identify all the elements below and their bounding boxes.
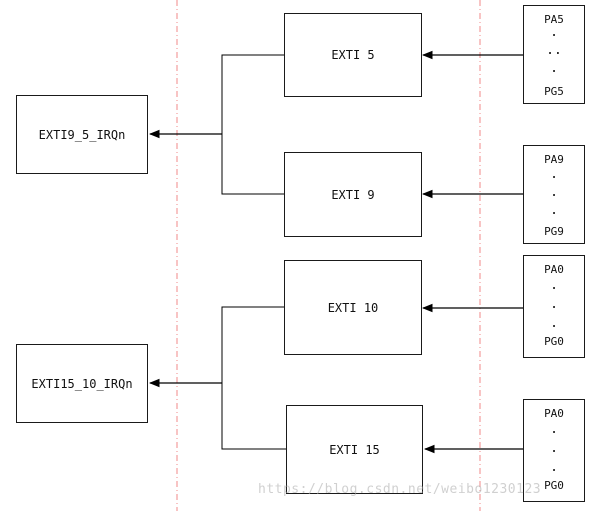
pin-group-last-label: PG0 (544, 335, 564, 348)
pin-group-first-label: PA0 (544, 407, 564, 420)
pin-group-exti-10: PA0 . . . PG0 (523, 255, 585, 358)
pin-group-dot: . (550, 167, 558, 182)
pin-group-dot: . (550, 297, 558, 312)
pin-group-exti-5: PA5 . .. . PG5 (523, 5, 585, 104)
pin-group-dot: . (550, 441, 558, 456)
pin-group-dot: . (550, 422, 558, 437)
connector-exti-10-15 (221, 306, 287, 450)
pin-group-dot: .. (546, 43, 562, 58)
pin-group-dot: . (550, 61, 558, 76)
pin-group-exti-15: PA0 . . . PG0 (523, 399, 585, 502)
pin-group-dot: . (550, 316, 558, 331)
exti-box-10-label: EXTI 10 (327, 300, 379, 315)
pin-group-dot: . (550, 25, 558, 40)
pin-group-dot: . (550, 278, 558, 293)
pin-group-dot: . (550, 460, 558, 475)
irq-box-15-10: EXTI15_10_IRQn (16, 344, 148, 423)
pin-group-last-label: PG0 (544, 479, 564, 492)
pin-group-first-label: PA5 (544, 13, 564, 26)
pin-group-dot: . (550, 185, 558, 200)
pin-group-first-label: PA9 (544, 153, 564, 166)
connector-exti-5-9 (221, 54, 285, 195)
irq-box-15-10-label: EXTI15_10_IRQn (31, 376, 133, 391)
pin-group-dot: . (550, 203, 558, 218)
pin-group-last-label: PG5 (544, 85, 564, 98)
irq-box-9-5: EXTI9_5_IRQn (16, 95, 148, 174)
exti-box-9-label: EXTI 9 (331, 187, 375, 202)
exti-box-5: EXTI 5 (284, 13, 422, 97)
irq-box-9-5-label: EXTI9_5_IRQn (38, 127, 126, 142)
watermark-text: https://blog.csdn.net/weibo1230123 (258, 482, 542, 497)
exti-box-15: EXTI 15 (286, 405, 423, 494)
exti-box-10: EXTI 10 (284, 260, 422, 355)
exti-box-15-label: EXTI 15 (329, 442, 380, 457)
pin-group-exti-9: PA9 . . . PG9 (523, 145, 585, 244)
pin-group-last-label: PG9 (544, 225, 564, 238)
exti-box-5-label: EXTI 5 (331, 48, 375, 62)
exti-box-9: EXTI 9 (284, 152, 422, 237)
pin-group-first-label: PA0 (544, 263, 564, 276)
